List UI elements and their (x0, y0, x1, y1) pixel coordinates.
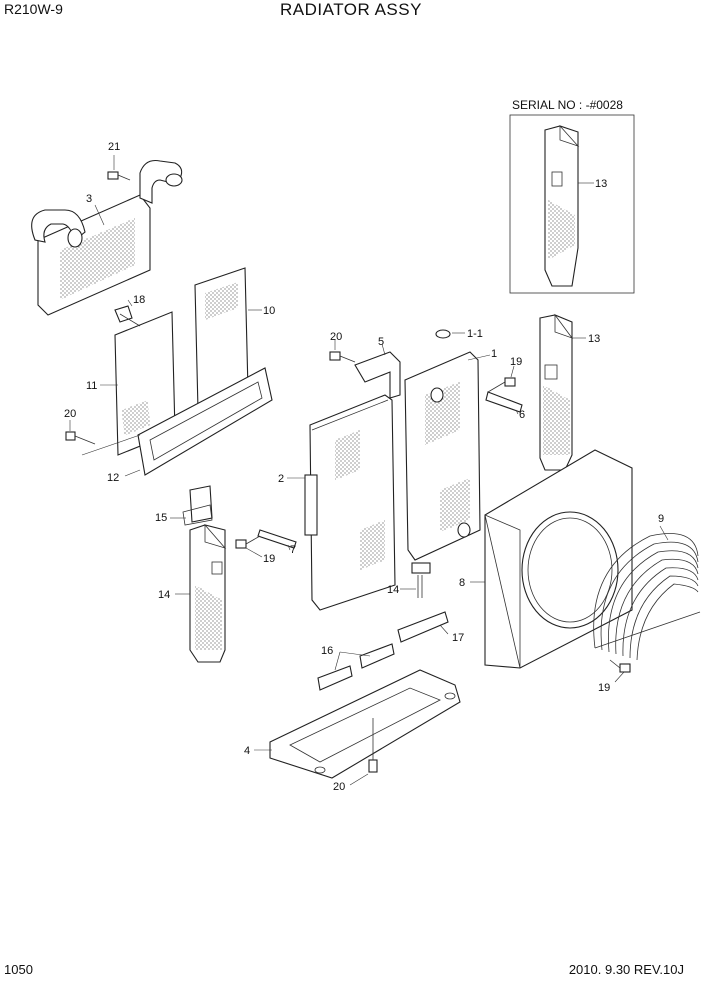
callout-19-fan: 19 (598, 682, 610, 694)
part-19-bolt-right (487, 377, 516, 393)
part-8-fan-shroud (484, 449, 633, 669)
callout-5: 5 (378, 336, 384, 348)
callout-21: 21 (108, 141, 120, 153)
part-9-fan-guard (593, 533, 701, 661)
callout-6: 6 (519, 409, 525, 421)
callout-14: 14 (158, 589, 170, 601)
callout-8: 8 (459, 577, 465, 589)
part-15-block (182, 485, 213, 526)
callout-20-upper: 20 (330, 331, 342, 343)
callout-7: 7 (290, 544, 296, 556)
part-3-intercooler (31, 159, 183, 316)
callout-12: 12 (107, 472, 119, 484)
part-20-bolt-upper (329, 351, 356, 363)
part-2-radiator-shroud (304, 394, 396, 611)
callout-13-detail: 13 (595, 178, 607, 190)
part-18-fastener (114, 305, 141, 327)
callout-18: 18 (133, 294, 145, 306)
part-14-drain-valve (411, 562, 431, 598)
revision-date: 2010. 9.30 REV.10J (568, 962, 684, 977)
model-code: R210W-9 (4, 1, 63, 17)
callout-14-valve: 14 (387, 584, 399, 596)
callout-2: 2 (278, 473, 284, 485)
callout-3: 3 (86, 193, 92, 205)
page-title: RADIATOR ASSY (280, 0, 422, 19)
part-20-bolt-base (368, 718, 378, 773)
part-10-screen (194, 267, 249, 411)
callout-10: 10 (263, 305, 275, 317)
callout-13: 13 (588, 333, 600, 345)
part-1-1-cap (435, 329, 451, 339)
part-12-seal-frame (137, 367, 273, 476)
callout-9: 9 (658, 513, 664, 525)
callout-1-1: 1-1 (467, 328, 483, 340)
part-13-detail-duct (544, 124, 580, 287)
part-20-bolt-left (65, 431, 96, 445)
callout-19-right: 19 (510, 356, 522, 368)
part-5-bracket (354, 351, 401, 399)
part-1-radiator (404, 351, 481, 561)
part-4-base-frame (269, 669, 461, 779)
callout-11: 11 (86, 380, 97, 392)
page-number: 1050 (4, 962, 33, 977)
part-19-bolt-fan (609, 659, 631, 673)
callout-4: 4 (244, 745, 250, 757)
part-11-screen (114, 311, 176, 456)
callout-15: 15 (155, 512, 167, 524)
callout-1: 1 (491, 348, 497, 360)
part-14-duct (189, 523, 227, 663)
part-7-bracket (257, 529, 297, 549)
callout-20-left: 20 (64, 408, 76, 420)
part-13-duct (539, 313, 574, 471)
part-17-block (397, 611, 449, 643)
part-21-bolt (107, 171, 131, 181)
part-6-bracket (485, 391, 523, 413)
part-19-bolt-middle (235, 535, 261, 549)
callout-19-middle: 19 (263, 553, 275, 565)
part-16-blocks (317, 643, 395, 691)
callout-20-base: 20 (333, 781, 345, 793)
callout-17: 17 (452, 632, 464, 644)
serial-number-label: SERIAL NO : -#0028 (512, 98, 623, 112)
serial-detail-box (509, 114, 635, 294)
callout-16: 16 (321, 645, 333, 657)
